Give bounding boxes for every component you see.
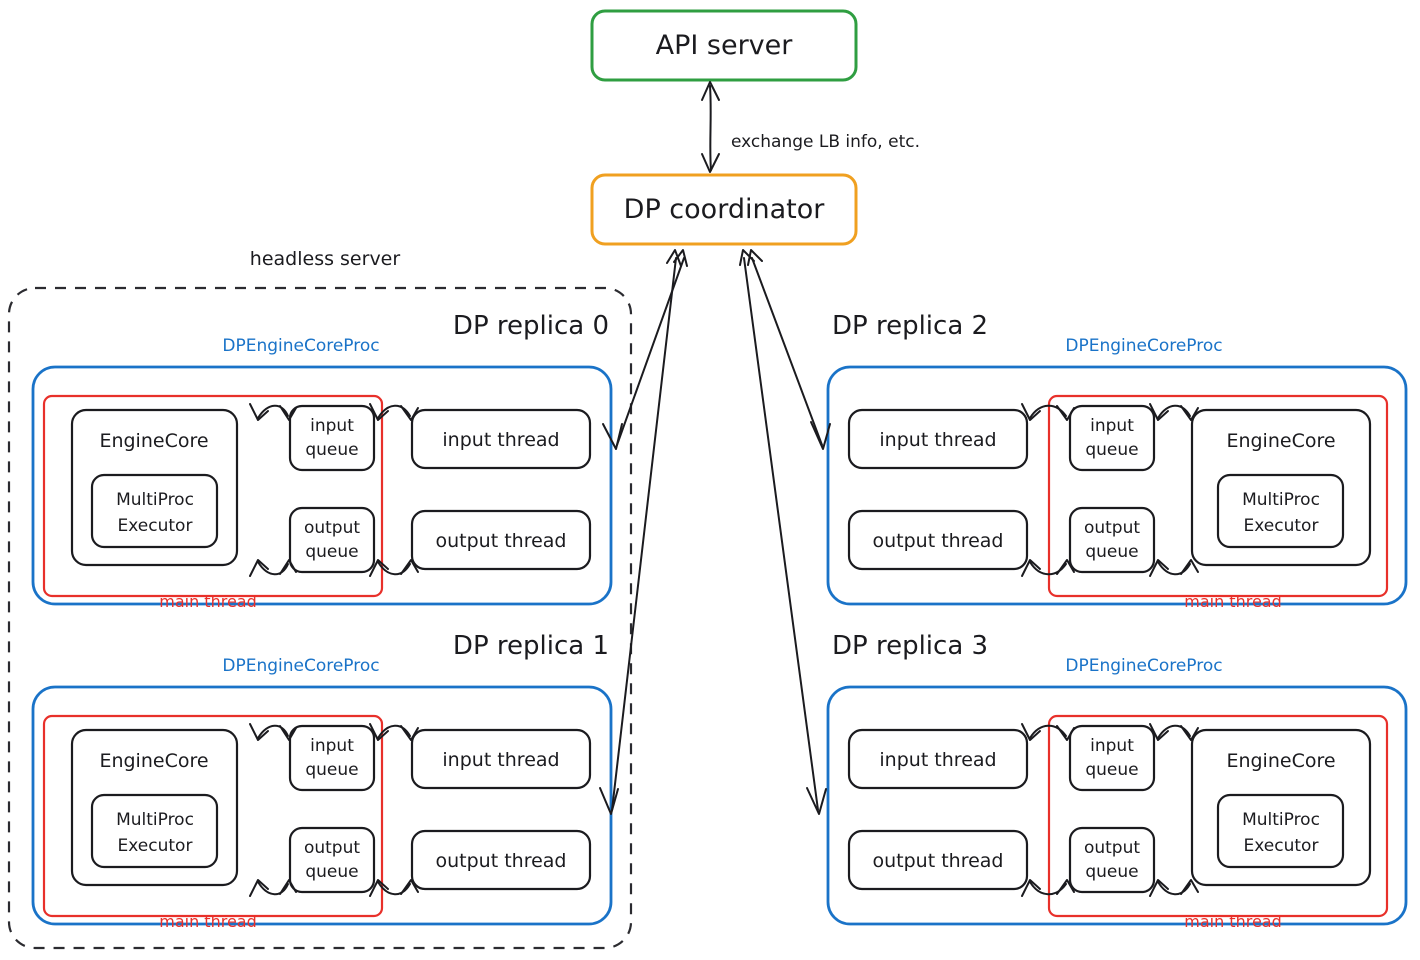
dp-replica-3-multiproc-executor-box <box>1216 793 1345 869</box>
dp-replica-1-engine-core-label: EngineCore <box>99 750 208 772</box>
dp-replica-0-output-thread-box <box>410 509 592 571</box>
dp-replica-3-main-thread-box <box>1047 714 1389 918</box>
dp-replica-1: DP replica 1 DPEngineCoreProc main threa… <box>31 631 613 931</box>
dp-replica-3-input-queue-line1: input <box>1090 736 1134 756</box>
dp-replica-1-input-thread-box <box>410 728 592 790</box>
dp-replica-1-multiproc-executor-line2: Executor <box>118 836 193 856</box>
dp-replica-0-input-queue-line1: input <box>310 416 354 436</box>
dp-replica-3-multiproc-executor-line2: Executor <box>1244 836 1319 856</box>
dp-replica-0-input-queue-line2: queue <box>305 440 358 460</box>
dp-replica-1-output-queue-box <box>288 826 376 894</box>
dp-replica-3-title: DP replica 3 <box>832 631 988 661</box>
dp-replica-0-output-thread-label: output thread <box>436 530 567 552</box>
api-server-node: API server <box>590 9 858 82</box>
dp-replica-3-input-thread-label: input thread <box>879 749 996 771</box>
coordinator-api-connector <box>701 81 720 173</box>
dp-replica-3-proc-label: DPEngineCoreProc <box>1065 656 1222 676</box>
dp-replica-0-output-queue-box <box>288 506 376 574</box>
dp-replica-2-title: DP replica 2 <box>832 311 988 341</box>
dp-replica-2-input-queue-line1: input <box>1090 416 1134 436</box>
dp-replica-1-proc-label: DPEngineCoreProc <box>222 656 379 676</box>
dp-replica-2-engine-core-label: EngineCore <box>1226 430 1335 452</box>
dp-replica-1-output-queue-line2: queue <box>305 862 358 882</box>
dp-replica-3-main-thread-label: main thread <box>1184 912 1282 931</box>
dp-replica-3-input-queue-line2: queue <box>1085 760 1138 780</box>
dp-replica-2-output-thread-label: output thread <box>873 530 1004 552</box>
dp-coordinator-label: DP coordinator <box>624 194 826 225</box>
dp-replica-0-proc-label: DPEngineCoreProc <box>222 336 379 356</box>
dp-coordinator-box <box>590 173 858 246</box>
dp-replica-1-output-thread-label: output thread <box>436 850 567 872</box>
dp-replica-2-output-thread-box <box>847 509 1029 571</box>
dp-replica-1-connectors <box>249 723 419 897</box>
dp-replica-3-output-queue-line2: queue <box>1085 862 1138 882</box>
coordinator-api-edge-label: exchange LB info, etc. <box>731 132 920 152</box>
dp-replica-1-title: DP replica 1 <box>453 631 609 661</box>
dp-replica-2-input-thread-label: input thread <box>879 429 996 451</box>
dp-replica-0-input-thread-box <box>410 408 592 470</box>
dp-replica-3-output-queue-line1: output <box>1084 838 1140 858</box>
dp-replica-2-multiproc-executor-box <box>1216 473 1345 549</box>
dp-replica-0-main-thread-box <box>42 394 384 598</box>
dp-replica-2-multiproc-executor-line1: MultiProc <box>1242 490 1320 510</box>
dp-replica-3-engine-core-label: EngineCore <box>1226 750 1335 772</box>
dp-replica-0-engine-core-label: EngineCore <box>99 430 208 452</box>
coordinator-replica-1-connector <box>599 249 682 815</box>
dp-replica-2-connectors <box>1021 403 1199 577</box>
headless-server-box <box>7 286 633 950</box>
dp-replica-0-title: DP replica 0 <box>453 311 609 341</box>
dp-replica-2-multiproc-executor-line2: Executor <box>1244 516 1319 536</box>
dp-replica-3-proc-box <box>826 685 1408 926</box>
dp-replica-0-proc-box <box>31 365 613 606</box>
dp-replica-1-main-thread-box <box>42 714 384 918</box>
headless-server-boundary: headless server <box>7 248 633 950</box>
dp-replica-3-output-thread-box <box>847 829 1029 891</box>
dp-replica-2-input-queue-box <box>1068 404 1156 472</box>
dp-replica-2-input-thread-box <box>847 408 1029 470</box>
dp-replica-2-input-queue-line2: queue <box>1085 440 1138 460</box>
dp-replica-1-input-queue-box <box>288 724 376 792</box>
dp-replica-0-multiproc-executor-box <box>90 473 219 549</box>
dp-replica-1-output-queue-line1: output <box>304 838 360 858</box>
dp-replica-1-output-thread-box <box>410 829 592 891</box>
dp-replica-0-output-queue-line2: queue <box>305 542 358 562</box>
dp-replica-0-input-queue-box <box>288 404 376 472</box>
dp-replica-3-output-thread-label: output thread <box>873 850 1004 872</box>
dp-replica-0-multiproc-executor-line1: MultiProc <box>116 490 194 510</box>
dp-replica-2-output-queue-line2: queue <box>1085 542 1138 562</box>
dp-replica-1-main-thread-label: main thread <box>159 912 257 931</box>
dp-replica-1-input-queue-line1: input <box>310 736 354 756</box>
dp-replica-2-proc-box <box>826 365 1408 606</box>
dp-replica-3-input-queue-box <box>1068 724 1156 792</box>
dp-replica-0-multiproc-executor-line2: Executor <box>118 516 193 536</box>
dp-replica-1-input-queue-line2: queue <box>305 760 358 780</box>
api-server-label: API server <box>656 30 794 61</box>
dp-replica-2-output-queue-line1: output <box>1084 518 1140 538</box>
dp-replica-0: DP replica 0 DPEngineCoreProc main threa… <box>31 311 613 611</box>
dp-replica-3-connectors <box>1021 723 1199 897</box>
dp-replica-1-input-thread-label: input thread <box>442 749 559 771</box>
dp-replica-2-proc-label: DPEngineCoreProc <box>1065 336 1222 356</box>
dp-replica-2-output-queue-box <box>1068 506 1156 574</box>
api-server-box <box>590 9 858 82</box>
dp-replica-2-main-thread-label: main thread <box>1184 592 1282 611</box>
dp-replica-2: DP replica 2 DPEngineCoreProc main threa… <box>826 311 1408 611</box>
dp-replica-1-proc-box <box>31 685 613 926</box>
dp-coordinator-node: DP coordinator <box>590 173 858 246</box>
dp-replica-2-main-thread-box <box>1047 394 1389 598</box>
coordinator-replica-3-connector <box>739 249 827 815</box>
dp-replica-1-multiproc-executor-box <box>90 793 219 869</box>
dp-replica-0-main-thread-label: main thread <box>159 592 257 611</box>
dp-replica-3-input-thread-box <box>847 728 1029 790</box>
coordinator-replica-2-connector <box>747 249 831 450</box>
dp-replica-0-output-queue-line1: output <box>304 518 360 538</box>
dp-replica-0-input-thread-label: input thread <box>442 429 559 451</box>
dp-replica-3-multiproc-executor-line1: MultiProc <box>1242 810 1320 830</box>
dp-replica-3: DP replica 3 DPEngineCoreProc main threa… <box>826 631 1408 931</box>
dp-replica-1-multiproc-executor-line1: MultiProc <box>116 810 194 830</box>
dp-replica-3-output-queue-box <box>1068 826 1156 894</box>
dp-replica-0-connectors <box>249 403 419 577</box>
headless-server-label: headless server <box>250 248 401 270</box>
